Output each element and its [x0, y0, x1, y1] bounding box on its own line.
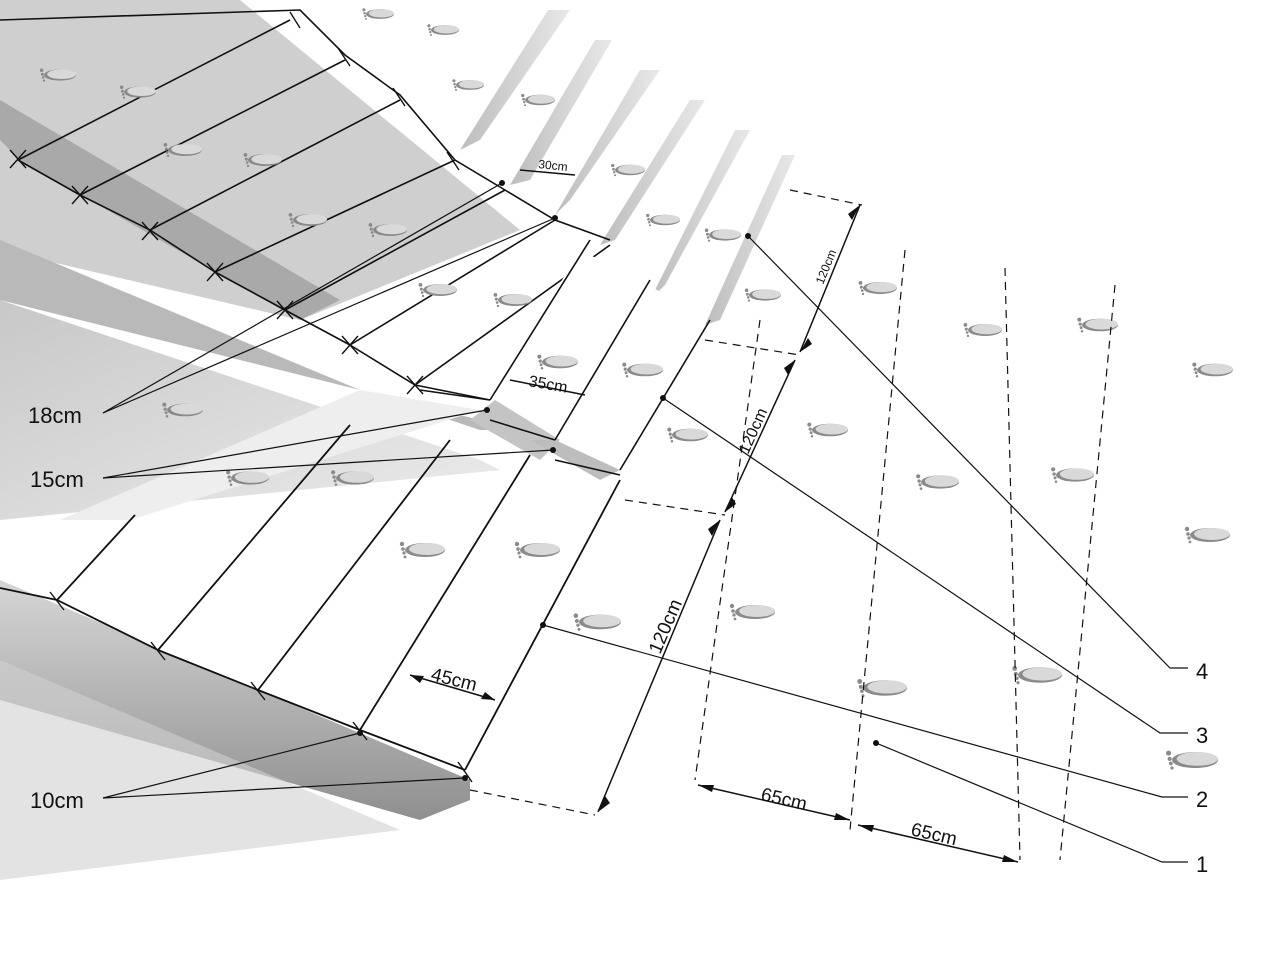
leader-lines — [102, 182, 1188, 863]
riser-label-18: 18cm — [28, 403, 82, 428]
step-dim-65-b: 65cm — [909, 819, 959, 850]
step-dim-65-a: 65cm — [759, 784, 809, 815]
dimension-lines — [409, 169, 1019, 863]
lower-edges — [0, 424, 621, 771]
width-dim-120-bot: 120cm — [645, 596, 687, 657]
mid-edges — [419, 239, 711, 476]
tread-dim-35: 35cm — [527, 373, 568, 397]
leader-dots — [357, 180, 879, 781]
callout-2: 2 — [1196, 787, 1208, 812]
mid-flight — [470, 250, 700, 480]
callout-3: 3 — [1196, 723, 1208, 748]
dashed-guides — [469, 189, 1116, 861]
top-flight — [300, 10, 795, 325]
upper-stair-block — [0, 0, 520, 880]
riser-label-10: 10cm — [30, 788, 84, 813]
callout-4: 4 — [1196, 659, 1208, 684]
tread-dim-30: 30cm — [538, 157, 569, 174]
dimension-arrows — [410, 205, 1018, 862]
riser-label-15: 15cm — [30, 467, 84, 492]
lower-flight — [60, 390, 530, 770]
upper-ticks — [9, 11, 460, 395]
callout-1: 1 — [1196, 852, 1208, 877]
width-dim-120-mid: 120cm — [736, 406, 771, 457]
